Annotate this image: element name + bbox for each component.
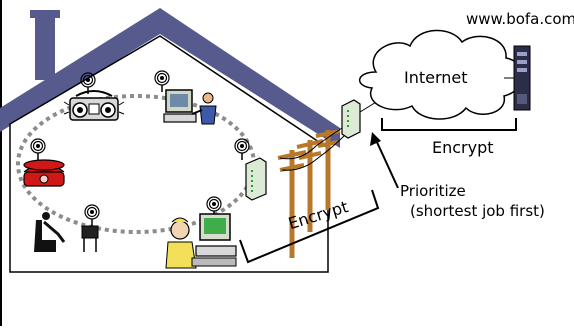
- prioritize-arrow: [370, 132, 399, 189]
- cloud-icon: [359, 29, 523, 120]
- encrypt-wan-label: Encrypt: [432, 138, 494, 157]
- router-icon: [245, 157, 267, 201]
- encrypt-lan-bracket: [239, 189, 380, 264]
- house: [0, 8, 340, 273]
- chimney-cap: [30, 10, 60, 18]
- modem-icon: [341, 99, 361, 139]
- wifi-radios: [30, 70, 250, 226]
- wifi-radio-icon: [154, 70, 170, 92]
- laptop-user-icon: [165, 213, 237, 269]
- wifi-radio-icon: [80, 72, 96, 94]
- server-icon: [513, 45, 531, 111]
- wifi-radio-icon: [234, 138, 250, 160]
- boombox-icon: [63, 90, 125, 121]
- wifi-radio-icon: [84, 204, 100, 226]
- wifi-radio-icon: [30, 138, 46, 160]
- utility-poles: [277, 127, 345, 258]
- house-wall: [9, 35, 329, 273]
- armchair-tv-icon: [34, 212, 99, 252]
- prioritize-label: Prioritize: [400, 182, 466, 200]
- encrypt-wan-bracket: [381, 118, 517, 131]
- roof: [0, 8, 340, 148]
- prioritize-detail-label: (shortest job first): [410, 202, 545, 220]
- phone-icon: [23, 159, 65, 187]
- site-url-label: www.bofa.com: [466, 10, 574, 28]
- wifi-radio-icon: [206, 196, 222, 218]
- pc-user-icon: [163, 89, 217, 125]
- chimney: [35, 18, 55, 80]
- internet-label: Internet: [404, 68, 468, 87]
- utility-pole-icon: [277, 150, 307, 258]
- utility-pole-icon: [296, 139, 324, 232]
